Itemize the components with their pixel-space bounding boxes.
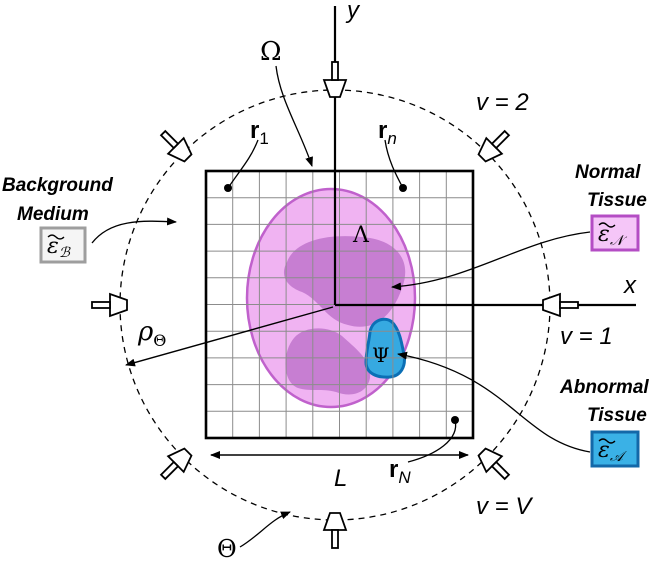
- length-label: L: [334, 465, 347, 492]
- normal-permittivity-box: [590, 214, 640, 252]
- r1-leader: [227, 139, 259, 189]
- rn-label: rn: [378, 117, 397, 148]
- antenna: [322, 512, 348, 549]
- vV-label: v = V: [476, 493, 533, 520]
- r1-label: r1: [250, 117, 269, 148]
- antenna-array: [91, 61, 579, 549]
- antenna: [477, 447, 511, 481]
- v2-label: v = 2: [476, 89, 529, 116]
- antenna: [322, 61, 348, 98]
- omega-label: Ω: [260, 37, 282, 67]
- x-axis-label: x: [623, 272, 637, 299]
- antenna: [159, 447, 193, 481]
- rho-label: ρΘ: [137, 317, 166, 350]
- abnormal-label-line2: Tissue: [587, 405, 647, 426]
- lambda-label: Λ: [352, 223, 370, 248]
- normal-label-line1: Normal: [575, 162, 641, 183]
- background-arrow: [91, 217, 177, 244]
- background-permittivity-symbol: εℬ: [47, 234, 71, 261]
- abnormal-arrow: [397, 351, 591, 453]
- antenna: [477, 129, 511, 163]
- abnormal-permittivity-box: [590, 430, 640, 468]
- rN-label: rN: [389, 456, 411, 487]
- theta-arrow: [239, 511, 291, 548]
- antenna: [91, 292, 128, 318]
- rN-leader: [407, 419, 457, 463]
- theta-label: Θ: [217, 535, 237, 563]
- rho-arrow: [125, 306, 334, 367]
- omega-arrow: [275, 65, 313, 167]
- imaging-grid: [206, 171, 473, 438]
- inner-region-lower: [285, 328, 371, 395]
- background-tilde: [47, 234, 65, 240]
- abnormal-permittivity-symbol: ε𝒜: [598, 438, 627, 465]
- background-permittivity-box: [39, 226, 87, 264]
- rn-leader: [384, 139, 404, 189]
- v1-label: v = 1: [560, 323, 613, 350]
- normal-label-line2: Tissue: [587, 190, 647, 211]
- background-label-line2: Medium: [17, 204, 89, 225]
- abnormal-tilde: [598, 438, 616, 444]
- abnormal-label-line1: Abnormal: [559, 377, 649, 398]
- normal-tilde: [598, 222, 616, 228]
- psi-label: Ψ: [372, 343, 390, 367]
- y-axis-label: y: [345, 0, 361, 24]
- normal-arrow: [391, 231, 591, 291]
- antenna: [542, 292, 579, 318]
- antenna: [159, 129, 193, 163]
- background-label-line1: Background: [2, 175, 113, 196]
